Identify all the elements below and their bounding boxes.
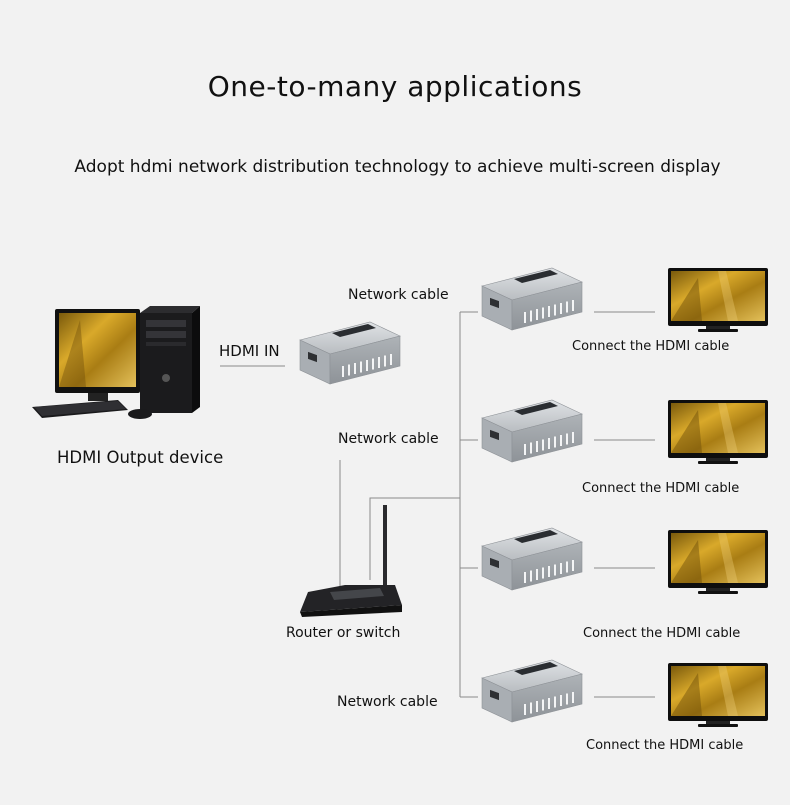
page-subtitle: Adopt hdmi network distribution technolo… — [74, 157, 721, 177]
hdmi-extender-transmitter-icon — [299, 321, 401, 385]
source-device-label: HDMI Output device — [57, 448, 224, 467]
hdmi-extender-receiver-icon — [481, 399, 583, 463]
tv-monitor-icon — [668, 400, 768, 464]
tv-monitor-icon — [668, 268, 768, 332]
tv-monitor-icon — [668, 663, 768, 727]
hdmi-extender-receiver-icon — [481, 527, 583, 591]
hdmi-extender-receiver-icon — [481, 659, 583, 723]
network-cable-label-bottom: Network cable — [337, 694, 438, 710]
connect-hdmi-label-1: Connect the HDMI cable — [572, 339, 730, 354]
network-cable-label-mid: Network cable — [338, 431, 439, 447]
hdmi-extender-receiver-icon — [481, 267, 583, 331]
connect-hdmi-label-3: Connect the HDMI cable — [583, 626, 741, 641]
page-title: One-to-many applications — [207, 70, 583, 103]
hdmi-in-label: HDMI IN — [219, 342, 280, 360]
router-label: Router or switch — [286, 625, 401, 641]
tv-monitor-icon — [668, 530, 768, 594]
connect-hdmi-label-4: Connect the HDMI cable — [586, 738, 744, 753]
router-icon — [300, 505, 402, 617]
network-cable-label-top: Network cable — [348, 287, 449, 303]
connection-lines — [220, 311, 655, 698]
connect-hdmi-label-2: Connect the HDMI cable — [582, 481, 740, 496]
desktop-computer-icon — [32, 306, 200, 419]
